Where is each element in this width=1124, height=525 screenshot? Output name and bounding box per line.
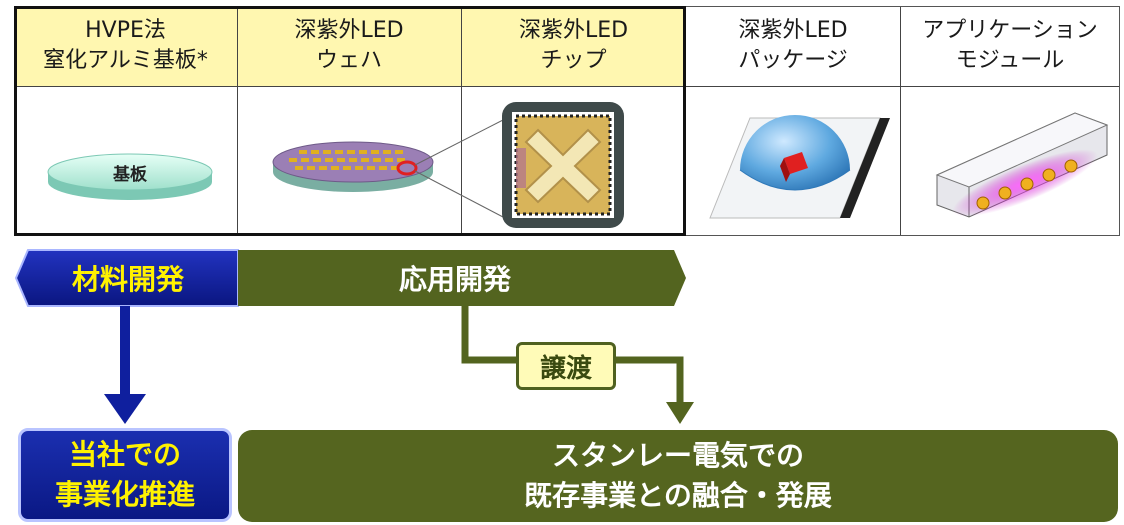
applied-dev-label: 応用開発 xyxy=(398,263,511,296)
header-package-line1: 深紫外LED xyxy=(738,18,848,43)
company-line1: 当社での xyxy=(68,438,181,471)
header-module-line1: アプリケーション xyxy=(922,18,1098,43)
header-wafer: 深紫外LED ウェハ xyxy=(237,6,461,86)
material-dev-label: 材料開発 xyxy=(71,263,184,296)
header-module-line2: モジュール xyxy=(955,48,1065,73)
company-line2: 事業化推進 xyxy=(54,478,195,511)
header-substrate: HVPE法窒化アルミ基板* xyxy=(14,6,237,86)
header-wafer-line2: ウェハ xyxy=(315,48,382,73)
stanley-integration-box: スタンレー電気での 既存事業との融合・発展 xyxy=(238,430,1118,522)
header-chip: 深紫外LED チップ xyxy=(461,6,686,86)
substrate-label: 基板 xyxy=(113,165,147,185)
material-dev-arrow xyxy=(14,249,239,307)
header-wafer-line1: 深紫外LED xyxy=(294,18,404,43)
col-divider xyxy=(237,6,238,236)
zoom-lines xyxy=(414,119,504,218)
material-down-arrow xyxy=(104,306,146,424)
module-illustration xyxy=(935,112,1109,218)
col-divider xyxy=(461,6,462,236)
header-module: アプリケーションモジュール xyxy=(900,6,1120,86)
applied-dev-arrow xyxy=(238,250,686,306)
substrate-illustration xyxy=(47,153,213,200)
wafer-illustration xyxy=(272,141,434,192)
transfer-label: 譲渡 xyxy=(516,342,616,390)
row-divider xyxy=(14,86,1120,87)
col-divider xyxy=(900,6,901,236)
company-commercialization-box: 当社での 事業化推進 xyxy=(18,428,232,522)
package-illustration xyxy=(709,115,890,219)
stanley-line1: スタンレー電気での xyxy=(551,439,804,472)
stanley-line2: 既存事業との融合・発展 xyxy=(524,479,832,512)
header-package: 深紫外LED パッケージ xyxy=(686,6,900,86)
header-substrate-line2: 窒化アルミ基板* xyxy=(43,48,208,73)
header-chip-line2: チップ xyxy=(540,48,607,73)
header-package-line2: パッケージ xyxy=(738,48,848,73)
header-substrate-line1: HVPE法 xyxy=(85,18,166,43)
chip-illustration xyxy=(502,102,624,228)
header-chip-line1: 深紫外LED xyxy=(518,18,629,43)
